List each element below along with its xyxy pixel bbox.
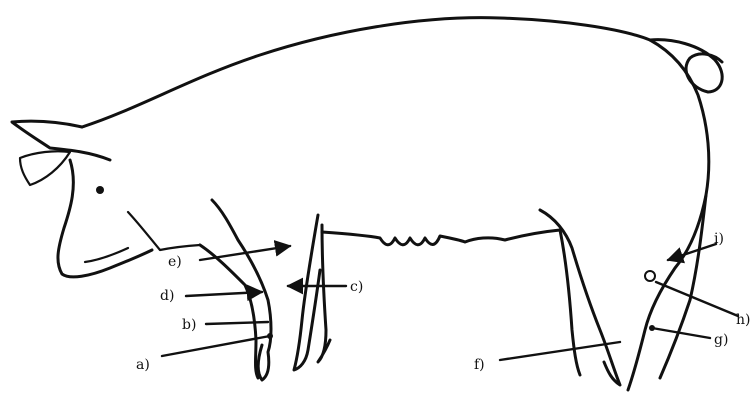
label-a: a) bbox=[136, 357, 150, 373]
leader-a bbox=[162, 336, 270, 356]
pig-outline bbox=[12, 18, 722, 390]
label-g: g) bbox=[714, 332, 728, 348]
labels: a) b) c) d) e) f) g) h) i) bbox=[136, 231, 750, 373]
label-i: i) bbox=[714, 231, 724, 247]
pig-front-leg-near bbox=[212, 200, 271, 380]
pig-jowl bbox=[128, 212, 200, 250]
pig-front-leg-far bbox=[294, 215, 320, 370]
leader-b bbox=[206, 322, 268, 324]
pig-rear-leg-inner bbox=[560, 230, 580, 375]
leader-d bbox=[186, 292, 262, 296]
pig-front-leg-near-back bbox=[200, 245, 258, 378]
pig-back bbox=[82, 18, 650, 127]
pig-belly bbox=[322, 230, 560, 245]
leader-i bbox=[668, 244, 716, 260]
pig-rump bbox=[628, 40, 709, 390]
pig-mouth bbox=[85, 248, 128, 262]
point-a bbox=[267, 333, 273, 339]
label-d: d) bbox=[160, 288, 174, 304]
label-f: f) bbox=[474, 357, 485, 373]
pig-ear-inner bbox=[20, 151, 70, 185]
label-c: c) bbox=[350, 279, 363, 295]
leader-e bbox=[200, 246, 290, 260]
pig-head bbox=[58, 160, 152, 277]
pig-rear-leg bbox=[540, 210, 620, 385]
pig-ear bbox=[12, 121, 110, 160]
leader-h bbox=[656, 282, 738, 316]
leader-f bbox=[500, 342, 620, 360]
label-b: b) bbox=[182, 317, 196, 333]
point-h bbox=[645, 271, 655, 281]
label-e: e) bbox=[168, 254, 182, 270]
label-leaders bbox=[162, 244, 738, 360]
pig-eye bbox=[96, 186, 104, 194]
pig-front-leg-far-2 bbox=[318, 225, 330, 362]
label-h: h) bbox=[736, 312, 750, 328]
point-g bbox=[649, 325, 655, 331]
